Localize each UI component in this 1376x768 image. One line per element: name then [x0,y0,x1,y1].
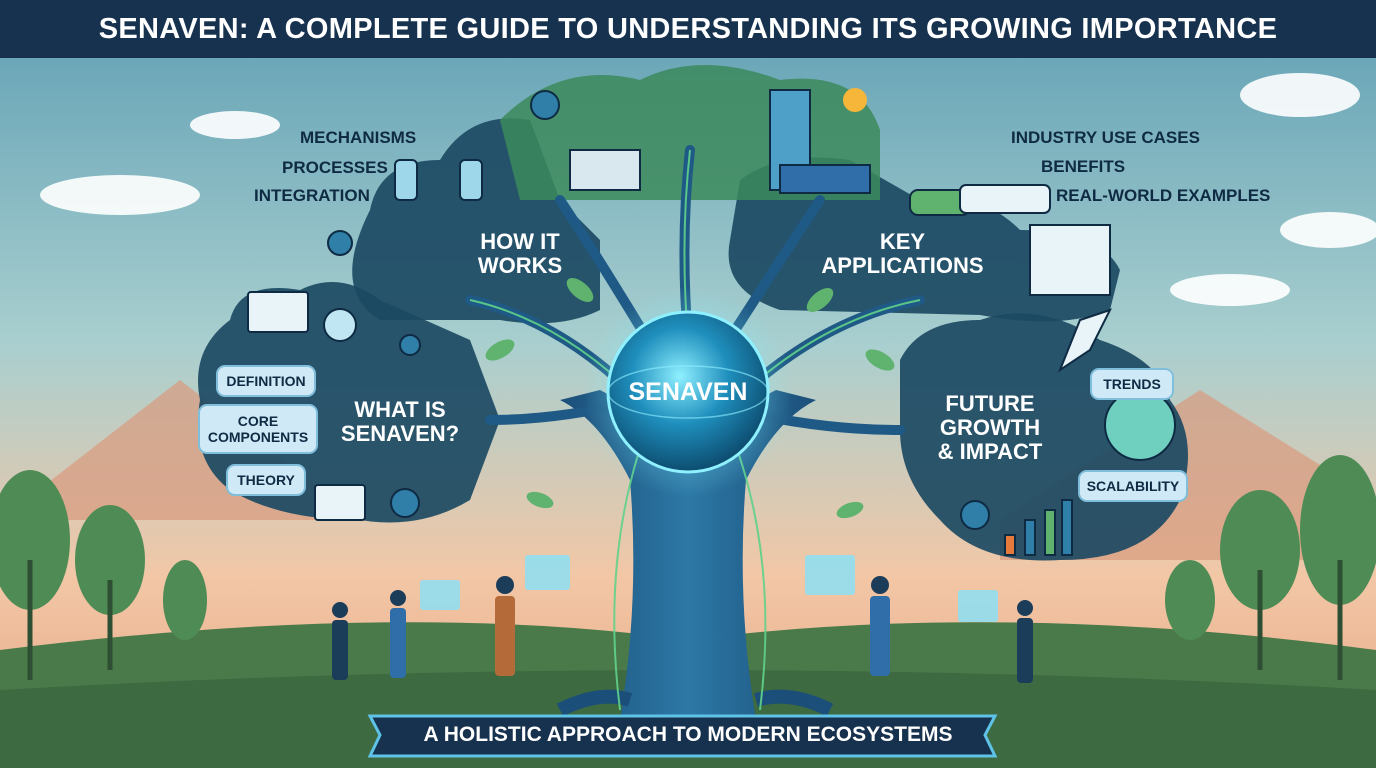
label-mechanisms: MECHANISMS [300,128,417,147]
core-node-label: SENAVEN [628,378,748,406]
label-real-world-examples: REAL-WORLD EXAMPLES [1056,186,1271,205]
pill-theory: THEORY [226,464,306,496]
branch-title-future-growth: FUTURE GROWTH & IMPACT [937,391,1043,464]
footer-ribbon: A HOLISTIC APPROACH TO MODERN ECOSYSTEMS [383,712,993,758]
title-bar: SENAVEN: A COMPLETE GUIDE TO UNDERSTANDI… [0,0,1376,58]
branch-title-key-applications: KEY APPLICATIONS [821,229,984,278]
pill-definition: DEFINITION [216,365,316,397]
footer-text: A HOLISTIC APPROACH TO MODERN ECOSYSTEMS [423,723,953,746]
branch-title-what-is-senaven: WHAT IS SENAVEN? [340,397,460,446]
pill-core-components: CORE COMPONENTS [198,404,318,454]
pill-trends: TRENDS [1090,368,1174,400]
branch-title-how-it-works: HOW IT WORKS [477,229,563,278]
page-title: SENAVEN: A COMPLETE GUIDE TO UNDERSTANDI… [98,12,1278,45]
pill-scalability: SCALABILITY [1078,470,1188,502]
label-benefits: BENEFITS [1041,157,1126,176]
label-industry-use-cases: INDUSTRY USE CASES [1011,128,1200,147]
label-processes: PROCESSES [282,158,388,177]
label-integration: INTEGRATION [254,186,370,205]
